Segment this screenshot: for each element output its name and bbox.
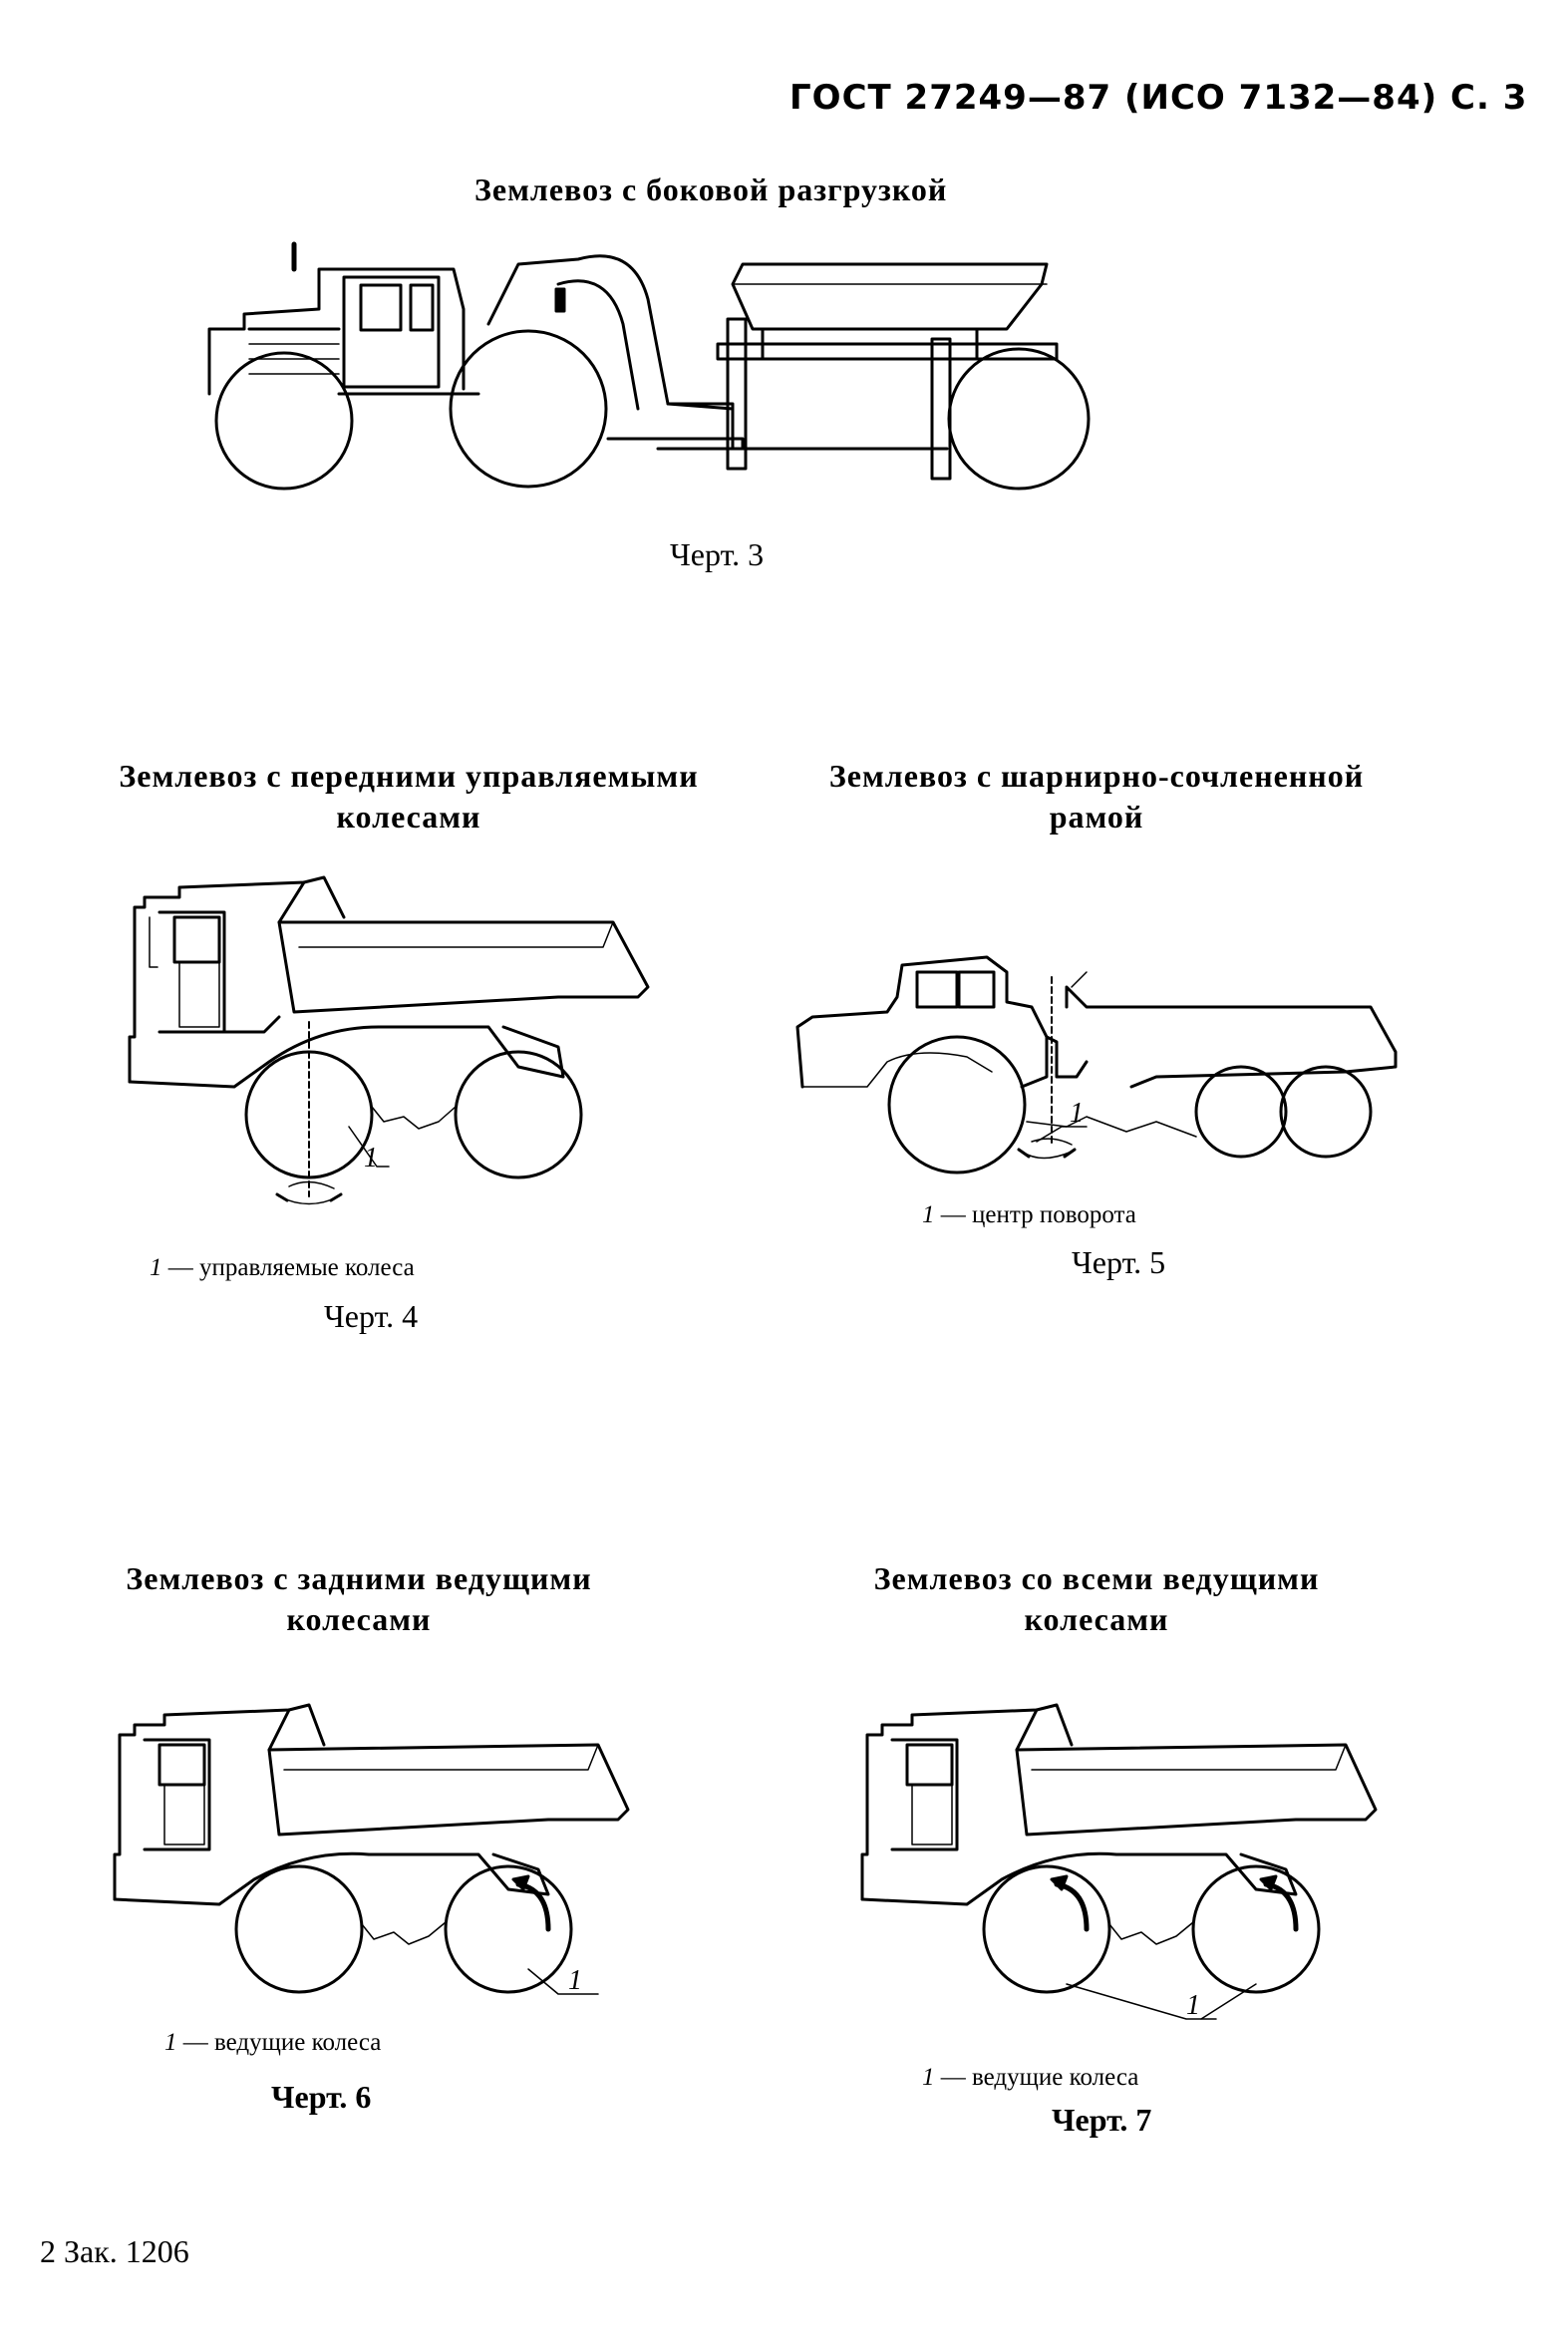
figure-6-title: Землевоз с задними ведущими колесами (60, 1560, 658, 1638)
gooseneck (486, 254, 745, 451)
rear-drive-wheel (444, 1864, 573, 1994)
figure-3-caption: Черт. 3 (670, 536, 765, 572)
front-drive-rotation-arrow-icon (1054, 1881, 1090, 1932)
figure-6-title-line-2: колесами (286, 1601, 432, 1637)
figure-4-caption: Черт. 4 (324, 1298, 419, 1334)
cab-and-frame (860, 1703, 1298, 1906)
rear-wheel (947, 347, 1091, 491)
figure-7-title-line-2: колесами (1024, 1601, 1169, 1637)
figure-4-legend-text: — управляемые колеса (167, 1254, 415, 1281)
front-wheel (887, 1035, 1027, 1174)
document-header: ГОСТ 27249—87 (ИСО 7132—84) С. 3 (789, 78, 1528, 118)
figure-7-all-wheel-drive-hauler-drawing: 1 (860, 1703, 1378, 2021)
figure-5-title-line-1: Землевоз с шарнирно-сочлененной (828, 758, 1365, 794)
figure-6-callout: 1 (568, 1965, 582, 1996)
drive-wheel (449, 329, 608, 489)
tractor-unit (207, 241, 480, 396)
figure-4-title: Землевоз с передними управляемыми колеса… (60, 758, 758, 836)
rear-wheel-1 (1194, 1065, 1288, 1159)
figure-5-title: Землевоз с шарнирно-сочлененной рамой (758, 758, 1435, 836)
figure-6-title-line-1: Землевоз с задними ведущими (126, 1560, 592, 1596)
footer-order-number: 2 Зак. 1206 (40, 2233, 189, 2269)
figure-7-legend-number: 1 (922, 2064, 935, 2091)
dump-body (277, 880, 650, 1014)
figure-6-rear-drive-hauler-drawing: 1 (113, 1703, 630, 1996)
figure-7-callout: 1 (1186, 1990, 1200, 2021)
cab-and-frame (113, 1703, 550, 1906)
dump-body (267, 1708, 630, 1837)
figure-3-side-dump-hauler-drawing (207, 241, 1091, 491)
figure-4-title-line-2: колесами (336, 799, 481, 835)
figure-6-legend-number: 1 (164, 2029, 177, 2056)
figure-6-caption: Черт. 6 (271, 2079, 372, 2115)
figure-5-caption: Черт. 5 (1072, 1244, 1166, 1280)
figure-5-articulated-hauler-drawing: 1 (795, 955, 1398, 1174)
figure-4-front-steer-hauler-drawing: 1 (128, 875, 650, 1205)
figure-6-legend: 1 — ведущие колеса (164, 2029, 381, 2057)
front-unit (795, 955, 1049, 1089)
figure-5-legend: 1 — центр поворота (922, 1201, 1136, 1229)
figure-4-legend-number: 1 (150, 1254, 162, 1281)
side-dump-body (666, 262, 1059, 481)
figure-4-legend: 1 — управляемые колеса (150, 1254, 415, 1282)
figure-6-legend-text: — ведущие колеса (182, 2029, 382, 2056)
figure-5-legend-number: 1 (922, 1201, 935, 1228)
rear-wheel-2 (1279, 1065, 1373, 1159)
figure-4-callout: 1 (364, 1143, 378, 1173)
figure-3-title: Землевоз с боковой разгрузкой (474, 171, 948, 207)
figure-5-callout: 1 (1070, 1098, 1084, 1129)
rear-wheel (454, 1050, 583, 1179)
figure-5-legend-text: — центр поворота (940, 1201, 1136, 1228)
front-wheel (214, 351, 354, 491)
front-wheel (234, 1864, 364, 1994)
front-drive-wheel (982, 1864, 1111, 1994)
figure-5-title-line-2: рамой (1049, 799, 1144, 835)
figure-7-caption: Черт. 7 (1052, 2102, 1152, 2138)
figure-4-title-line-1: Землевоз с передними управляемыми (119, 758, 699, 794)
figure-7-title-line-1: Землевоз со всеми ведущими (873, 1560, 1320, 1596)
figure-7-legend: 1 — ведущие колеса (922, 2064, 1138, 2092)
rear-unit (1045, 971, 1398, 1089)
rear-drive-wheel (1191, 1864, 1321, 1994)
figure-7-title: Землевоз со всеми ведущими колесами (817, 1560, 1376, 1638)
dump-body (1015, 1708, 1378, 1837)
figure-7-legend-text: — ведущие колеса (940, 2064, 1139, 2091)
